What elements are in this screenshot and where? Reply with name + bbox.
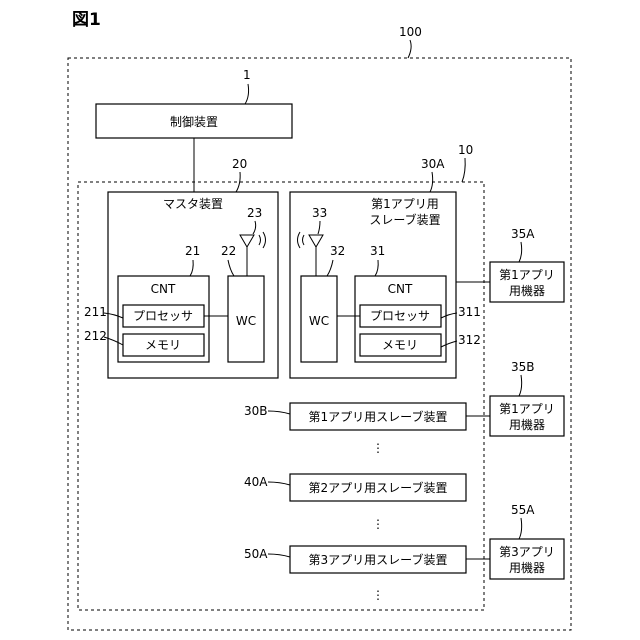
slave-cnt-label: CNT — [388, 282, 413, 296]
slave-processor-label: プロセッサ — [370, 309, 430, 323]
leader-35b — [519, 375, 522, 396]
slave-50a-label: 第3アプリ用スレーブ装置 — [309, 552, 448, 567]
slave-wc-label: WC — [309, 314, 329, 328]
master-memory-label: メモリ — [145, 338, 181, 352]
device-35b-label-line2: 用機器 — [509, 417, 545, 432]
slave-30a-label-line2: スレーブ装置 — [369, 212, 440, 227]
ref-10: 10 — [458, 143, 473, 157]
ref-35a: 35A — [511, 227, 535, 241]
slave-30b-label: 第1アプリ用スレーブ装置 — [309, 409, 448, 424]
ref-211: 211 — [84, 305, 107, 319]
slave-30a-label-line1: 第1アプリ用 — [371, 197, 439, 211]
leader-35a — [519, 242, 522, 262]
figure-title: 図1 — [72, 10, 101, 30]
leader-50a — [268, 554, 290, 557]
ref-100: 100 — [399, 25, 422, 39]
leader-10 — [462, 158, 465, 182]
leader-1 — [245, 84, 249, 104]
leader-55a — [519, 518, 522, 539]
master-processor-label: プロセッサ — [133, 309, 193, 323]
ref-55a: 55A — [511, 503, 535, 517]
ref-50a: 50A — [244, 547, 268, 561]
leader-100 — [408, 40, 411, 58]
device-55a-label-line2: 用機器 — [509, 560, 545, 575]
ref-22: 22 — [221, 244, 236, 258]
ref-1: 1 — [243, 68, 251, 82]
ellipsis-1: ⋮ — [372, 441, 384, 455]
ref-23: 23 — [247, 206, 262, 220]
device-35b-label-line1: 第1アプリ — [499, 402, 555, 416]
ref-32: 32 — [330, 244, 345, 258]
slave-40a-label: 第2アプリ用スレーブ装置 — [309, 480, 448, 495]
ref-312: 312 — [458, 333, 481, 347]
ref-35b: 35B — [511, 360, 535, 374]
ellipsis-2: ⋮ — [372, 517, 384, 531]
slave-memory-label: メモリ — [382, 338, 418, 352]
ref-33: 33 — [312, 206, 327, 220]
ellipsis-3: ⋮ — [372, 588, 384, 602]
device-55a-label-line1: 第3アプリ — [499, 545, 555, 559]
ref-21: 21 — [185, 244, 200, 258]
ref-30a: 30A — [421, 157, 445, 171]
master-cnt-label: CNT — [151, 282, 176, 296]
leader-30a — [430, 172, 433, 192]
master-wc-label: WC — [236, 314, 256, 328]
device-35a-label-line2: 用機器 — [509, 283, 545, 298]
device-35a-label-line1: 第1アプリ — [499, 268, 555, 282]
ref-31: 31 — [370, 244, 385, 258]
controller-label: 制御装置 — [170, 114, 218, 129]
ref-212: 212 — [84, 329, 107, 343]
leader-40a — [268, 482, 290, 485]
master-label: マスタ装置 — [163, 197, 223, 211]
leader-30b — [268, 411, 290, 414]
ref-20: 20 — [232, 157, 247, 171]
ref-40a: 40A — [244, 475, 268, 489]
ref-311: 311 — [458, 305, 481, 319]
ref-30b: 30B — [244, 404, 268, 418]
